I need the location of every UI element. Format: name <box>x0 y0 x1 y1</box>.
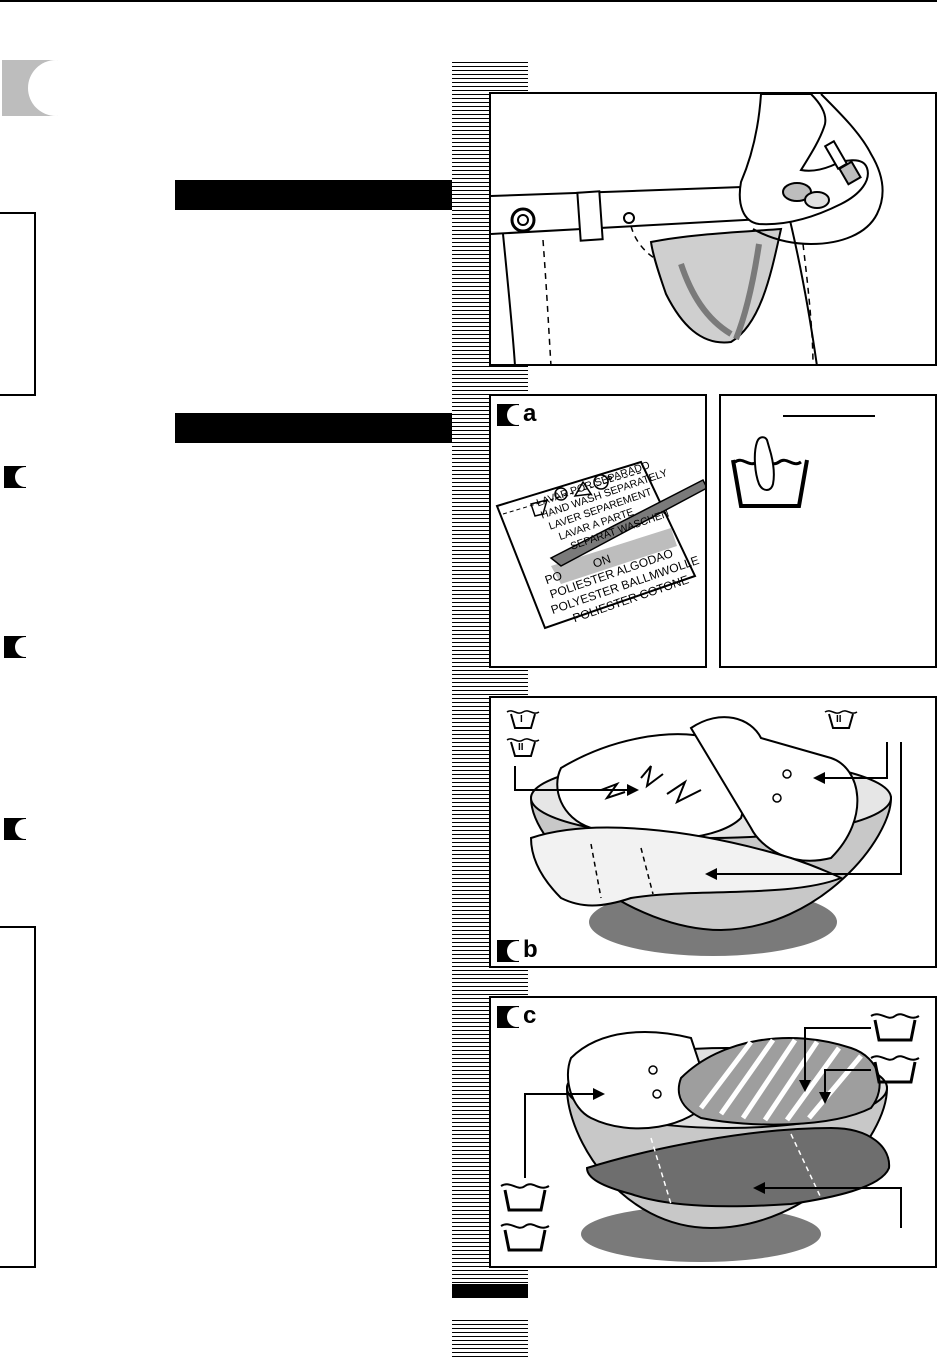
bullet-marker-3 <box>4 818 35 840</box>
symbol-title-rule <box>783 415 875 417</box>
panel-c-letter: c <box>523 1002 537 1029</box>
pocket-illustration <box>491 94 884 364</box>
section-heading-bar-1 <box>175 180 495 210</box>
basin-drawing-b <box>506 710 902 956</box>
bullet-marker-2 <box>4 636 35 658</box>
illustration-hand-wash-symbol <box>719 394 937 668</box>
top-rule <box>0 0 937 2</box>
chapter-tab <box>2 60 84 116</box>
basin-drawing-c <box>500 1013 920 1262</box>
bullet-marker-1 <box>4 466 35 488</box>
panel-a-letter: a <box>523 400 537 427</box>
illustration-care-label: a P LAVAR POR SEPARADO HAND WASH SEPARAT… <box>489 394 707 668</box>
wash-tag-ii-right: II <box>836 714 842 725</box>
wash-tag-i: I <box>520 714 523 725</box>
section-heading-bar-2 <box>175 413 495 443</box>
illustration-sort-colours: c <box>489 996 937 1268</box>
left-frame-top <box>0 212 36 396</box>
wash-tag-ii-left: II <box>518 742 524 753</box>
illustration-empty-pockets <box>489 92 937 366</box>
panel-a-marker <box>497 404 527 426</box>
panel-c-marker <box>497 1006 527 1028</box>
panel-b-marker <box>497 940 527 962</box>
half-moon-icon <box>28 60 84 116</box>
illustration-sort-whites: I II II b <box>489 696 937 968</box>
hand-wash-icon <box>731 436 809 508</box>
panel-b-letter: b <box>523 936 538 963</box>
care-label-drawing <box>495 460 705 630</box>
hatched-strip-bottom <box>452 1320 528 1357</box>
left-frame-bottom <box>0 926 36 1268</box>
bottom-block <box>452 1284 528 1298</box>
care-symbol-p: P <box>607 475 613 484</box>
